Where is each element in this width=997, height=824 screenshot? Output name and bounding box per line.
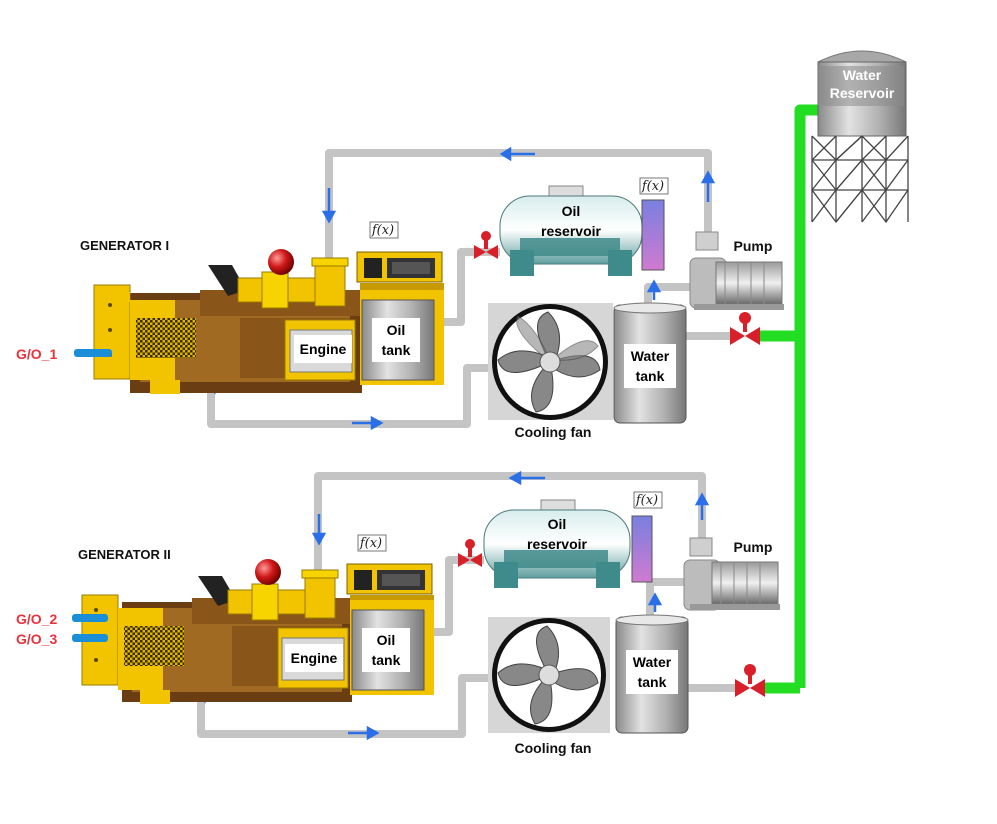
generator-unit-1: Engine Oil tank GENERATOR I G/O_1 f(x) f…: [16, 149, 784, 440]
engine-label: Engine: [291, 650, 338, 666]
cooling-fan-label: Cooling fan: [515, 424, 592, 440]
level-gauge: [642, 200, 664, 270]
fx-label-panel: f(x): [371, 223, 394, 238]
generator-title: GENERATOR I: [80, 238, 169, 253]
output-connector: [74, 349, 112, 357]
warning-light-icon: [255, 559, 281, 585]
water-tank: Water tank: [616, 615, 688, 733]
oil-reservoir-label-line1: Oil: [562, 203, 581, 219]
oil-tank-label-line1: Oil: [387, 322, 406, 338]
water-tank-label-line1: Water: [631, 348, 670, 364]
engine-label: Engine: [300, 341, 347, 357]
oil-reservoir-label-line2: reservoir: [527, 536, 587, 552]
generator-body: Engine Oil tank: [94, 249, 444, 394]
fx-label-panel: f(x): [359, 536, 382, 551]
water-reservoir-label-line2: Reservoir: [830, 85, 895, 101]
oil-reservoir-label-line1: Oil: [548, 516, 567, 532]
output-label-go2: G/O_2: [16, 611, 57, 627]
water-valve-icon[interactable]: [735, 664, 765, 697]
oil-tank-label-line2: tank: [382, 342, 411, 358]
oil-reservoir: Oil reservoir: [484, 500, 652, 588]
pump-label: Pump: [734, 238, 773, 254]
output-label-go1: G/O_1: [16, 346, 57, 362]
water-tank: Water tank: [614, 303, 686, 423]
level-gauge: [632, 516, 652, 582]
water-valve-icon[interactable]: [730, 312, 760, 345]
cooling-fan-label: Cooling fan: [515, 740, 592, 756]
output-label-go3: G/O_3: [16, 631, 57, 647]
fx-label-gauge: f(x): [641, 179, 664, 194]
water-tank-label-line2: tank: [638, 674, 667, 690]
cooling-fan: Cooling fan: [488, 303, 613, 440]
water-tank-label-line2: tank: [636, 368, 665, 384]
oil-reservoir: Oil reservoir: [500, 186, 664, 276]
water-tank-label-line1: Water: [633, 654, 672, 670]
pump: Pump: [684, 538, 780, 610]
cooling-fan: Cooling fan: [488, 617, 610, 756]
fx-label-gauge: f(x): [635, 493, 658, 508]
generator-body: Engine Oil tank: [82, 559, 434, 704]
oil-tank-label-line1: Oil: [377, 632, 396, 648]
generator-title: GENERATOR II: [78, 547, 171, 562]
generator-unit-2: Engine Oil tank GENERATOR II G/O_2 G/O_3…: [16, 473, 780, 756]
water-reservoir-label-line1: Water: [843, 67, 882, 83]
oil-reservoir-label-line2: reservoir: [541, 223, 601, 239]
pump: Pump: [690, 232, 784, 310]
oil-tank-label-line2: tank: [372, 652, 401, 668]
pump-label: Pump: [734, 539, 773, 555]
warning-light-icon: [268, 249, 294, 275]
output-connector: [72, 614, 108, 622]
water-reservoir-tower: Water Reservoir: [812, 51, 908, 222]
output-connector: [72, 634, 108, 642]
